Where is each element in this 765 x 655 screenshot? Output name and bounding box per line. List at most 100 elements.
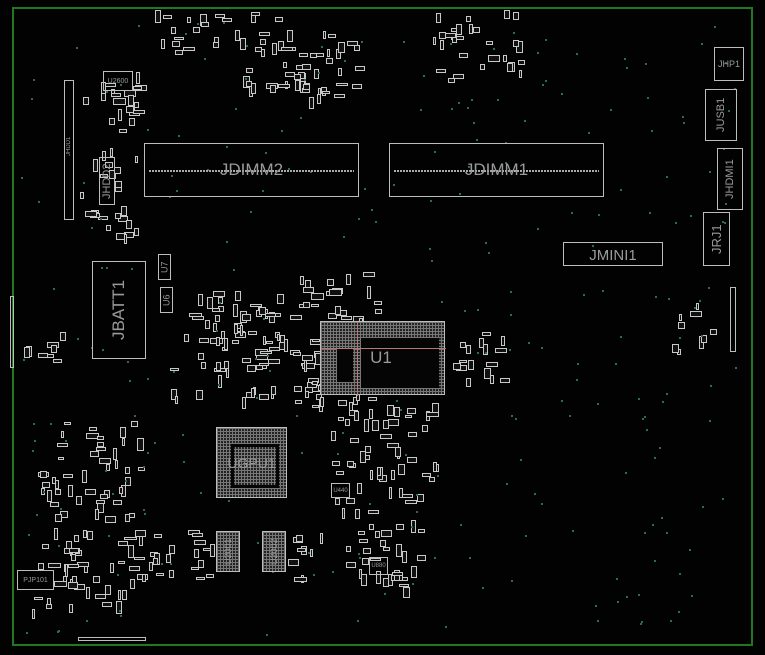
smd-pad [241,314,251,322]
via [370,209,373,212]
smd-pad [223,338,228,351]
smd-pad [303,286,315,293]
smd-pad [383,577,390,587]
smd-pad [259,31,271,36]
ugpu1-chip[interactable]: UGPU1 [216,427,287,498]
via [106,91,109,94]
u880-chip[interactable]: U880 [369,557,388,575]
via [363,187,366,190]
smd-pad [196,389,203,400]
smd-pad [340,315,352,320]
via [508,348,511,351]
jmini1-connector[interactable]: JMINI1 [563,242,663,266]
via [654,457,657,460]
via [619,188,622,191]
u440-chip[interactable]: U440 [331,483,350,498]
smd-pad [406,408,416,415]
via [357,553,360,556]
jhdd2-connector[interactable]: JHDD2 [99,157,115,205]
smd-pad [407,457,418,464]
via [616,577,619,580]
smd-pad [122,590,128,601]
smd-pad [405,499,418,504]
smd-pad [354,66,365,72]
u2002-chip[interactable]: U2002 [262,531,286,572]
via [679,337,682,340]
smd-pad [81,470,87,484]
via [701,43,704,46]
via [130,267,133,270]
via [321,45,324,48]
pjp101-jumper[interactable]: PJP101 [17,570,54,590]
jhdd1-connector[interactable]: JHDD1 [64,80,74,220]
via [533,493,536,496]
via [416,494,419,497]
smd-pad [364,418,370,432]
smd-pad [465,345,471,355]
smd-pad [191,532,203,537]
via [467,106,470,109]
jrj1-connector[interactable]: JRJ1 [703,212,730,266]
via [300,451,303,454]
smd-pad [171,389,178,401]
smd-pad [399,583,410,587]
jhdmi1-connector[interactable]: JHDMI1 [717,148,743,210]
smd-pad [311,292,325,300]
via [646,428,649,431]
u7-chip[interactable]: U7 [158,254,171,280]
smd-pad [502,54,507,62]
smd-pad [221,17,232,22]
via [433,556,436,559]
smd-pad [417,528,425,533]
smd-pad [391,571,403,576]
smd-pad [123,233,127,244]
smd-pad [115,213,122,220]
smd-pad [128,117,135,126]
smd-pad [280,46,293,51]
jdimm2-connector[interactable]: JDIMM2 [144,143,359,197]
via [476,351,479,354]
smd-pad [163,14,173,19]
smd-pad [110,93,121,98]
u2600-chip[interactable]: U2600 [103,71,133,91]
via [463,310,466,313]
via [143,509,146,512]
smd-pad [125,219,132,229]
smd-pad [74,535,79,543]
jhp1-connector[interactable]: JHP1 [714,47,744,81]
smd-pad [221,331,226,340]
jdimm1-connector[interactable]: JDIMM1 [389,143,604,197]
smd-pad [80,191,85,199]
smd-pad [417,494,425,503]
via [358,557,361,560]
jhdd1-label: JHDD1 [66,136,72,156]
via [644,532,647,535]
smd-pad [259,350,272,354]
via [691,595,694,598]
u2001-chip[interactable]: U2001 [216,531,240,572]
jusb1-connector[interactable]: JUSB1 [705,89,737,141]
smd-pad [38,562,45,570]
jbatt1-connector[interactable]: JBATT1 [92,261,146,359]
smd-pad [473,26,481,33]
smd-pad [360,574,367,586]
via [265,152,268,155]
smd-pad [117,590,121,601]
via [262,318,265,321]
u6-chip[interactable]: U6 [160,287,173,313]
smd-pad [315,393,322,400]
smd-pad [121,206,128,217]
smd-pad [402,551,408,564]
smd-pad [64,563,68,577]
smd-pad [104,162,113,169]
smd-pad [97,435,105,440]
via [488,252,491,255]
via [107,535,110,538]
smd-pad [327,278,335,286]
smd-pad [37,352,48,358]
u1-cpu[interactable]: U1 [320,321,446,396]
smd-pad [127,544,134,558]
via [287,168,290,171]
via [591,244,594,247]
smd-pad [345,418,351,426]
